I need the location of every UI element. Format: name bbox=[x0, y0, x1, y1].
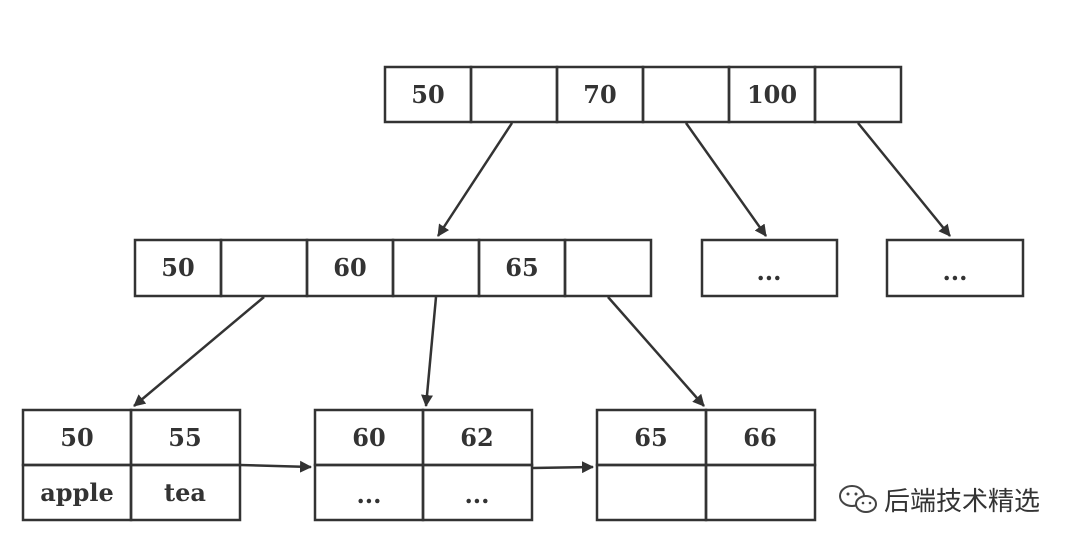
leaf-key: 62 bbox=[460, 423, 493, 452]
internal-cell bbox=[563, 238, 653, 298]
root-key: 50 bbox=[411, 80, 444, 109]
watermark: 后端技术精选 bbox=[839, 485, 1040, 517]
leaf-key: 60 bbox=[352, 423, 385, 452]
root-cell bbox=[641, 65, 731, 124]
root-node: 50 70 100 bbox=[383, 65, 903, 124]
internal-node-c: ... bbox=[885, 238, 1025, 298]
leaf-link-arrow bbox=[531, 461, 594, 474]
pointer-arrow bbox=[857, 122, 951, 237]
leaf-node-2: 60 62 ... ... bbox=[313, 408, 534, 522]
leaf-link-arrow bbox=[239, 460, 312, 473]
watermark-text: 后端技术精选 bbox=[884, 487, 1040, 517]
pointer-arrow bbox=[421, 296, 438, 407]
leaf-value: tea bbox=[164, 478, 206, 507]
internal-key: 50 bbox=[161, 253, 194, 282]
leaf-node-3: 65 66 bbox=[595, 408, 817, 522]
ellipsis-label: ... bbox=[942, 257, 967, 286]
root-key: 70 bbox=[583, 80, 616, 109]
leaf-value: ... bbox=[356, 480, 381, 509]
leaf-value-cell bbox=[129, 463, 242, 522]
ellipsis-label: ... bbox=[756, 257, 781, 286]
internal-key: 65 bbox=[505, 253, 538, 282]
root-cell bbox=[813, 65, 903, 124]
leaf-value: apple bbox=[40, 478, 114, 507]
pointer-arrow bbox=[133, 296, 265, 407]
internal-node-a: 50 60 65 bbox=[133, 238, 653, 298]
leaf-key: 65 bbox=[634, 423, 667, 452]
pointer-arrow bbox=[684, 122, 768, 237]
pointer-arrow bbox=[436, 122, 514, 237]
pointer-arrow bbox=[607, 296, 705, 407]
ellipsis-node-box bbox=[700, 238, 839, 298]
wechat-icon bbox=[839, 485, 877, 513]
leaf-key: 50 bbox=[60, 423, 93, 452]
leaf-value-cell bbox=[421, 463, 534, 522]
leaf-key: 66 bbox=[743, 423, 776, 452]
internal-cell bbox=[391, 238, 481, 298]
root-key: 100 bbox=[747, 80, 797, 109]
leaf-value-cell bbox=[595, 463, 708, 522]
leaf-value-cell bbox=[704, 463, 817, 522]
root-cell bbox=[469, 65, 559, 124]
leaf-node-1: 50 55 apple tea bbox=[21, 408, 242, 522]
leaf-key: 55 bbox=[168, 423, 201, 452]
ellipsis-node-box bbox=[885, 238, 1025, 298]
leaf-value: ... bbox=[464, 480, 489, 509]
internal-key: 60 bbox=[333, 253, 366, 282]
internal-cell bbox=[219, 238, 309, 298]
internal-node-b: ... bbox=[700, 238, 839, 298]
